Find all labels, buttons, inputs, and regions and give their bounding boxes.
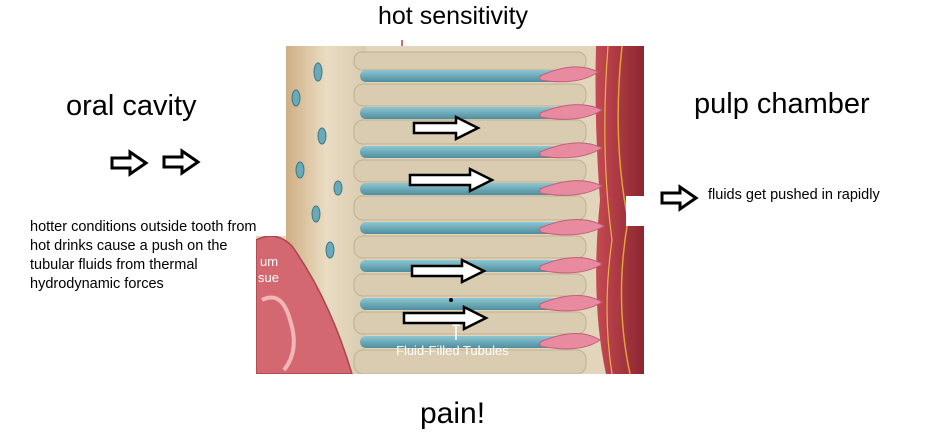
title-hot-sensitivity: hot sensitivity: [378, 2, 529, 30]
fluid-arrow-right-icon: [660, 184, 699, 212]
fluid-tubule: [360, 336, 560, 348]
push-arrow-right-icon: [162, 148, 201, 176]
enamel-pore: [317, 127, 327, 145]
nerve-ending: [539, 180, 604, 196]
nerve-ending: [539, 256, 603, 274]
flow-arrow-right-icon: [412, 114, 481, 142]
nerve-ending: [539, 218, 606, 236]
enamel-pore: [313, 62, 323, 82]
flow-arrow-right-icon: [402, 304, 489, 332]
nerve-ending: [539, 142, 604, 159]
heading-oral-cavity: oral cavity: [66, 90, 197, 122]
enamel-pore: [333, 180, 343, 196]
push-arrow-right-icon: [110, 149, 149, 177]
heading-pulp-chamber: pulp chamber: [694, 88, 870, 120]
note-fluids-pushed: fluids get pushed in rapidly: [708, 187, 880, 203]
flow-arrow-right-icon: [408, 166, 495, 194]
fluid-tubule: [360, 70, 560, 82]
tissue-gap: [626, 196, 644, 226]
background-cutout: [256, 46, 286, 236]
fluid-tubule: [360, 146, 560, 158]
fluid-tubule: [360, 298, 560, 310]
description-thermal-forces: hotter conditions outside tooth from hot…: [30, 219, 257, 292]
flow-arrow-right-icon: [410, 257, 487, 285]
enamel-pore: [311, 205, 321, 223]
enamel-pore: [291, 89, 301, 107]
gum-label-fragment: um sue: [258, 254, 282, 285]
illustration-body: um sue: [256, 46, 644, 374]
fluid-tubule: [360, 222, 560, 234]
nerve-ending: [539, 66, 599, 83]
fluid-filled-tubules-label: Fluid-Filled Tubules: [396, 343, 509, 358]
dentin-band: [353, 195, 587, 221]
dentin-band: [353, 349, 587, 374]
dentin-band: [353, 51, 587, 71]
gum-fold: [261, 295, 296, 372]
gum-tissue: [256, 235, 353, 374]
marker-dot: [449, 298, 453, 302]
fluid-tubule: [360, 107, 560, 119]
enamel-pore: [295, 161, 305, 179]
nerve-ending: [539, 332, 601, 350]
enamel-pore: [325, 241, 335, 259]
title-pain: pain!: [420, 397, 486, 430]
nerve-ending: [539, 104, 604, 120]
pulp-nerve-fiber: [604, 46, 613, 374]
dentin-band: [353, 83, 587, 107]
dentin-band: [353, 235, 587, 259]
nerve-ending: [539, 294, 603, 312]
